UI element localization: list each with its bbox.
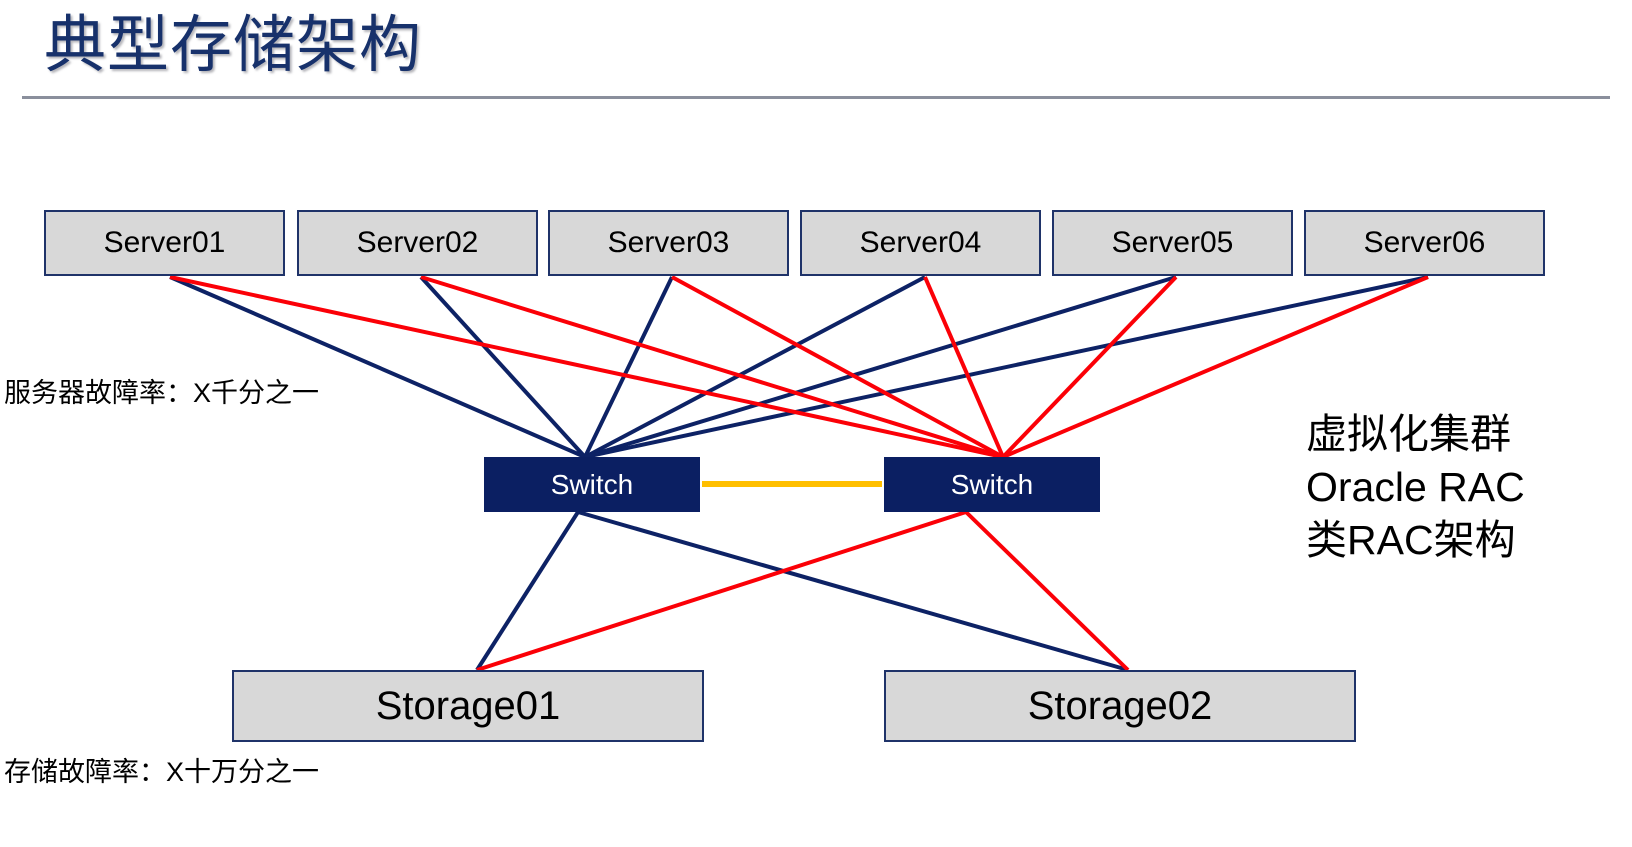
link-red: [671, 275, 1004, 459]
cluster-note-line-3: 类RAC架构: [1306, 517, 1516, 563]
link-red: [169, 275, 1004, 459]
node-switch-left[interactable]: Switch: [484, 457, 700, 512]
node-server-04[interactable]: Server04: [800, 210, 1041, 276]
link-navy: [169, 275, 586, 459]
node-label: Server02: [356, 226, 479, 259]
node-storage-01[interactable]: Storage01: [232, 670, 704, 742]
link-navy: [584, 275, 1177, 459]
node-label: Switch: [550, 468, 634, 500]
cluster-note: 虚拟化集群 Oracle RAC 类RAC架构: [1306, 408, 1525, 567]
storage-failure-rate-label: 存储故障率：X十万分之一: [4, 757, 320, 787]
title-divider: [22, 96, 1610, 99]
node-label: Switch: [950, 468, 1034, 500]
node-server-06[interactable]: Server06: [1304, 210, 1545, 276]
cluster-note-line-1: 虚拟化集群: [1306, 411, 1511, 457]
node-label: Storage01: [375, 683, 561, 728]
node-server-02[interactable]: Server02: [297, 210, 538, 276]
link-red: [923, 276, 1005, 458]
node-storage-02[interactable]: Storage02: [884, 670, 1356, 742]
cluster-note-line-2: Oracle RAC: [1306, 464, 1525, 510]
server-failure-rate-label: 服务器故障率：X千分之一: [4, 378, 320, 408]
node-label: Server04: [859, 226, 982, 259]
links-switch-to-storage: [475, 510, 1130, 672]
node-switch-right[interactable]: Switch: [884, 457, 1100, 512]
link-red: [964, 510, 1130, 672]
node-label: Server06: [1363, 226, 1486, 259]
node-label: Server03: [607, 226, 730, 259]
node-server-01[interactable]: Server01: [44, 210, 285, 276]
link-red: [476, 510, 967, 672]
links-server-to-left-switch: [169, 275, 1429, 459]
link-navy: [584, 275, 1429, 459]
link-navy: [475, 510, 580, 672]
link-red: [420, 275, 1004, 459]
node-label: Server01: [103, 226, 226, 259]
link-red: [1001, 275, 1178, 459]
node-server-03[interactable]: Server03: [548, 210, 789, 276]
links-server-to-right-switch: [169, 275, 1429, 459]
link-navy: [419, 275, 587, 459]
node-server-05[interactable]: Server05: [1052, 210, 1293, 276]
page-title: 典型存储架构: [44, 11, 423, 80]
node-label: Storage02: [1027, 683, 1213, 728]
link-navy: [583, 276, 674, 458]
link-navy: [577, 510, 1129, 672]
node-label: Server05: [1111, 226, 1234, 259]
link-navy: [584, 275, 926, 459]
